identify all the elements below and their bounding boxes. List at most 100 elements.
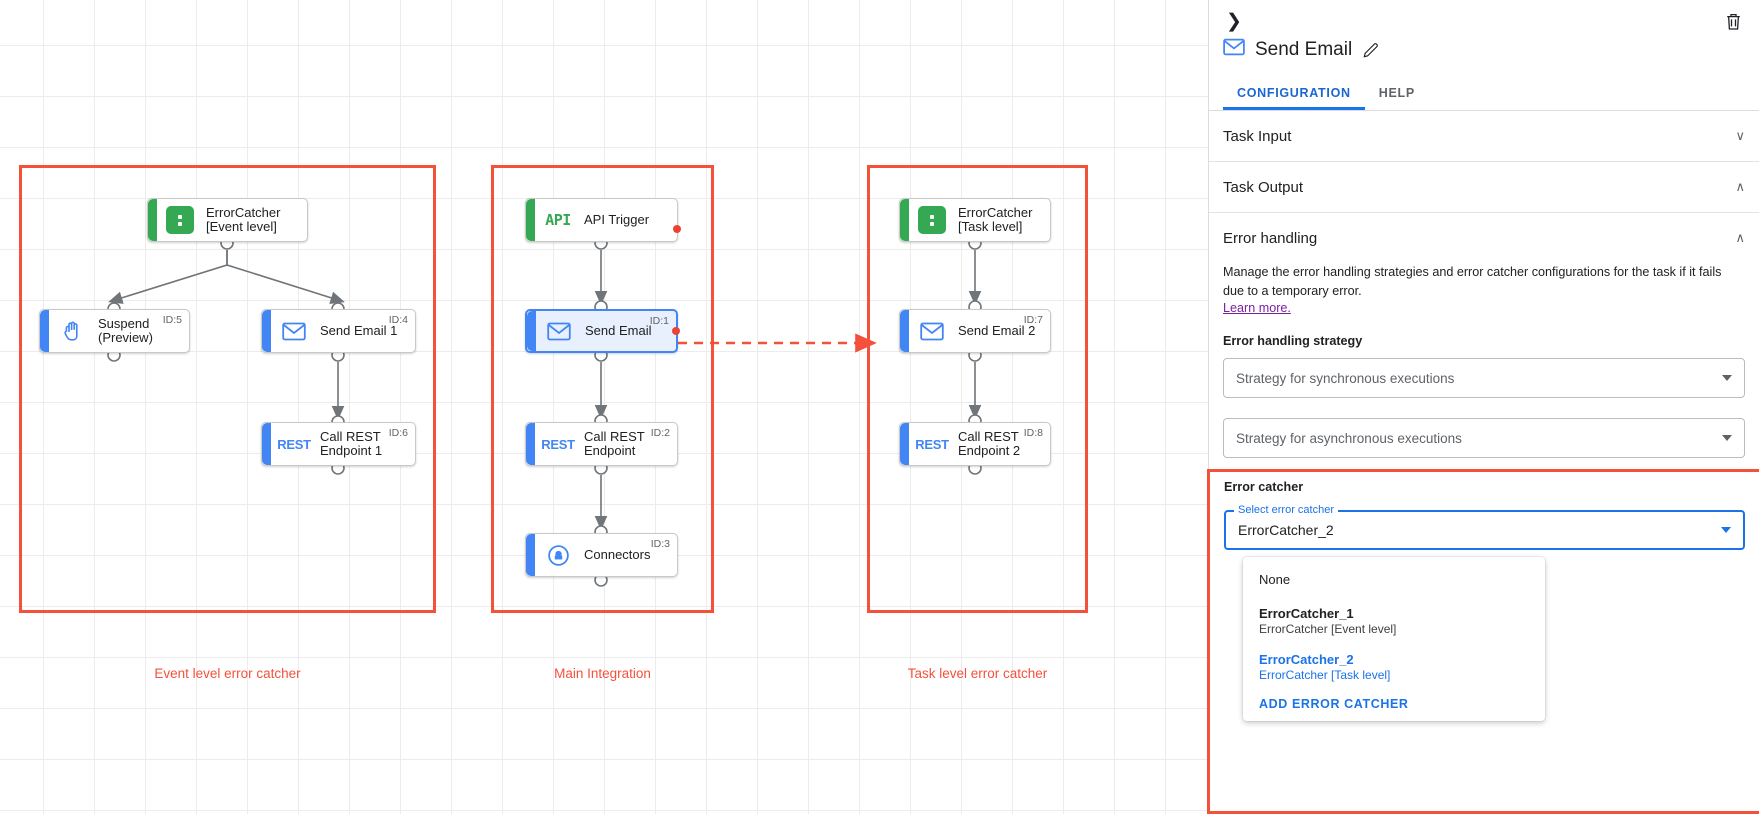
rest-icon: REST bbox=[541, 429, 575, 459]
envelope-icon bbox=[1223, 38, 1245, 61]
node-accent bbox=[900, 423, 909, 465]
node-id: ID:8 bbox=[1023, 427, 1043, 439]
error-catcher-block: Error catcher Select error catcher Error… bbox=[1207, 469, 1759, 814]
section-header-error-handling[interactable]: Error handling ∧ bbox=[1223, 213, 1745, 263]
node-call-rest-endpoint-2[interactable]: REST Call REST Endpoint 2 ID:8 bbox=[899, 422, 1051, 466]
select-error-catcher-legend: Select error catcher bbox=[1234, 504, 1338, 516]
node-accent bbox=[40, 310, 49, 352]
dropdown-option-errorcatcher-1[interactable]: ErrorCatcher_1 ErrorCatcher [Event level… bbox=[1243, 601, 1545, 641]
option-primary: ErrorCatcher_1 bbox=[1259, 606, 1354, 621]
error-handling-description: Manage the error handling strategies and… bbox=[1223, 265, 1722, 298]
section-title: Task Output bbox=[1223, 178, 1304, 196]
node-label: Call REST Endpoint 2 bbox=[958, 428, 1021, 458]
section-title: Error handling bbox=[1223, 229, 1318, 247]
panel-title-row: Send Email bbox=[1223, 38, 1380, 61]
node-accent bbox=[262, 310, 271, 352]
rest-icon-text: REST bbox=[915, 436, 949, 452]
api-icon: API bbox=[543, 205, 573, 235]
page-title: Send Email bbox=[1255, 38, 1353, 60]
node-label: Suspend (Preview) bbox=[98, 315, 153, 345]
section-task-input: Task Input ∨ bbox=[1209, 111, 1759, 162]
error-catcher-dropdown: None ErrorCatcher_1 ErrorCatcher [Event … bbox=[1243, 557, 1545, 721]
node-accent bbox=[262, 423, 271, 465]
group-label-task-level: Task level error catcher bbox=[907, 666, 1048, 681]
select-error-catcher[interactable]: Select error catcher ErrorCatcher_2 bbox=[1224, 504, 1745, 550]
async-strategy-select[interactable]: Strategy for asynchronous executions bbox=[1223, 418, 1745, 458]
error-handling-body: Manage the error handling strategies and… bbox=[1223, 263, 1745, 474]
option-primary: None bbox=[1259, 572, 1291, 587]
node-label: Call REST Endpoint bbox=[584, 428, 645, 458]
node-label: API Trigger bbox=[584, 211, 650, 227]
rest-icon: REST bbox=[915, 429, 949, 459]
error-indicator-dot bbox=[673, 225, 681, 233]
node-send-email-1[interactable]: Send Email 1 ID:4 bbox=[261, 309, 416, 353]
rest-icon: REST bbox=[277, 429, 311, 459]
sync-strategy-placeholder: Strategy for synchronous executions bbox=[1236, 370, 1455, 386]
node-label: Call REST Endpoint 1 bbox=[320, 428, 383, 458]
group-label-main-integration: Main Integration bbox=[554, 666, 651, 681]
error-indicator-dot bbox=[672, 327, 680, 335]
panel-header: ❯ Send Email bbox=[1209, 0, 1759, 78]
node-api-trigger[interactable]: API API Trigger bbox=[525, 198, 681, 242]
node-send-email-2[interactable]: Send Email 2 ID:7 bbox=[899, 309, 1051, 353]
node-id: ID:2 bbox=[650, 427, 670, 439]
error-catcher-title: Error catcher bbox=[1224, 480, 1304, 494]
dropdown-option-errorcatcher-2[interactable]: ErrorCatcher_2 ErrorCatcher [Task level] bbox=[1243, 647, 1545, 687]
hand-icon bbox=[57, 316, 87, 346]
node-send-email[interactable]: Send Email ID:1 bbox=[525, 309, 680, 353]
panel-tabs: CONFIGURATION HELP bbox=[1209, 78, 1759, 111]
node-accent bbox=[527, 311, 536, 351]
group-box-task-level bbox=[867, 165, 1088, 613]
chevron-down-icon bbox=[1721, 527, 1731, 533]
option-primary: ErrorCatcher_2 bbox=[1259, 652, 1354, 667]
chevron-right-icon[interactable]: ❯ bbox=[1226, 10, 1242, 32]
node-id: ID:3 bbox=[650, 538, 670, 550]
section-header-task-output[interactable]: Task Output ∧ bbox=[1223, 162, 1745, 212]
node-id: ID:4 bbox=[388, 314, 408, 326]
trash-icon[interactable] bbox=[1721, 9, 1745, 33]
sync-strategy-select[interactable]: Strategy for synchronous executions bbox=[1223, 358, 1745, 398]
rest-icon-text: REST bbox=[541, 436, 575, 452]
connectors-icon bbox=[543, 540, 573, 570]
group-box-event-level bbox=[19, 165, 436, 613]
async-strategy-placeholder: Strategy for asynchronous executions bbox=[1236, 430, 1462, 446]
node-id: ID:1 bbox=[649, 315, 669, 327]
section-header-task-input[interactable]: Task Input ∨ bbox=[1223, 111, 1745, 161]
node-connectors[interactable]: Connectors ID:3 bbox=[525, 533, 678, 577]
section-title: Task Input bbox=[1223, 127, 1292, 145]
node-label: ErrorCatcher [Task level] bbox=[958, 204, 1033, 234]
node-call-rest-endpoint-1[interactable]: REST Call REST Endpoint 1 ID:6 bbox=[261, 422, 416, 466]
node-accent bbox=[526, 199, 535, 241]
node-accent bbox=[148, 199, 157, 241]
pencil-icon[interactable] bbox=[1362, 41, 1380, 59]
tab-help[interactable]: HELP bbox=[1378, 86, 1415, 100]
chevron-down-icon[interactable]: ∨ bbox=[1735, 128, 1745, 143]
chevron-up-icon[interactable]: ∧ bbox=[1735, 179, 1745, 194]
node-error-catcher-task-level[interactable]: ErrorCatcher [Task level] bbox=[899, 198, 1051, 242]
envelope-icon bbox=[544, 316, 574, 346]
node-call-rest-endpoint[interactable]: REST Call REST Endpoint ID:2 bbox=[525, 422, 678, 466]
node-label: Send Email 2 bbox=[958, 322, 1036, 338]
error-handling-strategy-label: Error handling strategy bbox=[1223, 334, 1363, 348]
node-id: ID:7 bbox=[1023, 314, 1043, 326]
node-suspend[interactable]: Suspend (Preview) ID:5 bbox=[39, 309, 190, 353]
rest-icon-text: REST bbox=[277, 436, 311, 452]
chevron-down-icon bbox=[1722, 375, 1732, 381]
node-label: Connectors bbox=[584, 546, 651, 562]
node-accent bbox=[900, 199, 909, 241]
add-error-catcher-button[interactable]: ADD ERROR CATCHER bbox=[1259, 697, 1409, 711]
node-id: ID:6 bbox=[388, 427, 408, 439]
node-id: ID:5 bbox=[162, 314, 182, 326]
tab-configuration[interactable]: CONFIGURATION bbox=[1223, 78, 1365, 110]
envelope-icon bbox=[917, 316, 947, 346]
node-error-catcher-event-level[interactable]: ErrorCatcher [Event level] bbox=[147, 198, 308, 242]
chevron-down-icon bbox=[1722, 435, 1732, 441]
group-box-main-integration bbox=[491, 165, 714, 613]
option-secondary: ErrorCatcher [Task level] bbox=[1259, 668, 1391, 682]
error-catcher-icon bbox=[917, 205, 947, 235]
dropdown-option-none[interactable]: None bbox=[1243, 567, 1545, 592]
workflow-canvas[interactable]: Event level error catcher Main Integrati… bbox=[0, 0, 1208, 814]
learn-more-link[interactable]: Learn more. bbox=[1223, 301, 1291, 315]
chevron-up-icon[interactable]: ∧ bbox=[1735, 230, 1745, 245]
api-icon-text: API bbox=[545, 211, 571, 229]
